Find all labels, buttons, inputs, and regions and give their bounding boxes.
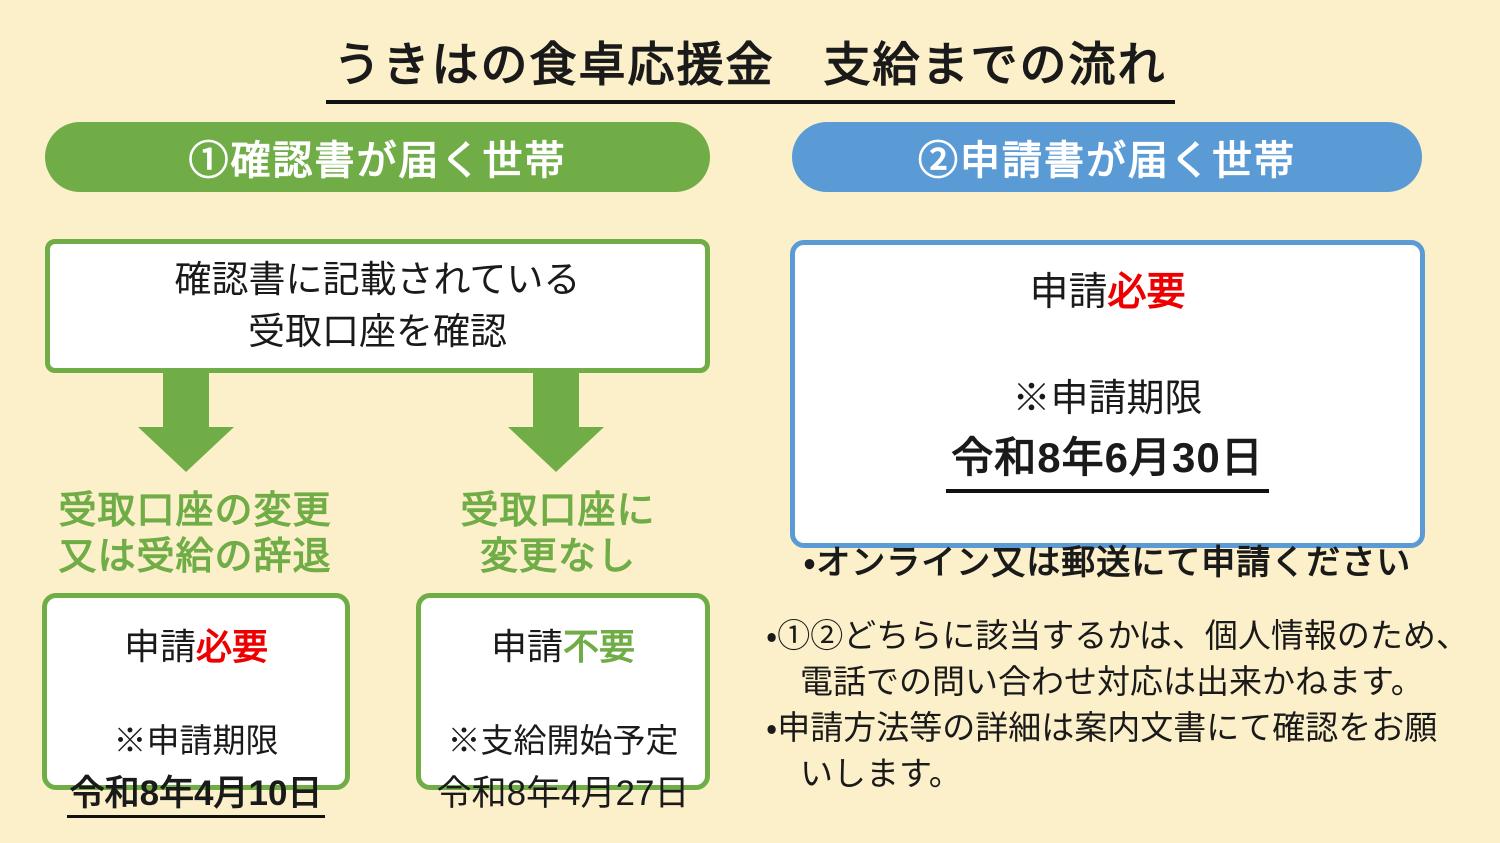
- result-status-line: 申請不要: [491, 618, 635, 670]
- payment-start-label: ※支給開始予定: [447, 722, 679, 759]
- note-line: いします。: [800, 755, 962, 792]
- application-deadline-date: 令和8年6月30日: [946, 424, 1269, 493]
- check-account-box: 確認書に記載されている 受取口座を確認: [45, 239, 710, 373]
- application-required-box: 申請必要 ※申請期限 令和8年6月30日 ・オンライン又は郵送にて申請ください: [790, 240, 1425, 582]
- payment-start-date: 令和8年4月27日: [436, 774, 690, 813]
- application-method-note: ・オンライン又は郵送にて申請ください: [803, 544, 1412, 582]
- branch-label-change-account: 受取口座の変更 又は受給の辞退: [15, 489, 375, 580]
- status-prefix: 申請: [123, 626, 196, 667]
- page-title: うきはの食卓応援金 支給までの流れ: [325, 26, 1175, 104]
- result-status-line: 申請必要: [124, 618, 268, 670]
- status-not-required-text: 不要: [563, 626, 636, 667]
- result-box-application-required: 申請必要 ※申請期限 令和8年4月10日: [42, 593, 350, 818]
- branch-label-no-change-line-2: 変更なし: [479, 535, 636, 578]
- title-wrap: うきはの食卓応援金 支給までの流れ: [0, 26, 1500, 104]
- status-required-text: 必要: [196, 626, 269, 667]
- status-prefix: 申請: [490, 626, 563, 667]
- down-arrow-icon: [138, 373, 234, 472]
- check-account-line-1: 確認書に記載されている: [174, 259, 581, 301]
- down-arrow-icon: [508, 373, 604, 472]
- deadline-date: 令和8年4月10日: [66, 765, 326, 818]
- check-account-line-2: 受取口座を確認: [248, 311, 507, 352]
- branch-label-no-change: 受取口座に 変更なし: [408, 489, 708, 580]
- result-box-application-not-required: 申請不要 ※支給開始予定 令和8年4月27日: [416, 593, 710, 813]
- section-header-application-label: ②申請書が届く世帯: [918, 139, 1296, 183]
- section-header-confirmation-households: ①確認書が届く世帯: [45, 122, 710, 192]
- status-required-text: 必要: [1107, 271, 1186, 314]
- deadline-label: ※申請期限: [113, 722, 279, 759]
- note-line: ・申請方法等の詳細は案内文書にて確認をお願: [766, 709, 1438, 746]
- application-deadline-label: ※申請期限: [1012, 378, 1203, 420]
- application-status-line: 申請必要: [1029, 261, 1185, 317]
- note-line: 電話での問い合わせ対応は出来かねます。: [800, 663, 1424, 700]
- status-prefix: 申請: [1029, 271, 1108, 314]
- section-header-confirmation-label: ①確認書が届く世帯: [188, 139, 567, 183]
- section-header-application-households: ②申請書が届く世帯: [792, 122, 1422, 192]
- note-line: ・①②どちらに該当するかは、個人情報のため、: [766, 617, 1469, 654]
- notes-list: ・①②どちらに該当するかは、個人情報のため、 電話での問い合わせ対応は出来かねま…: [766, 613, 1496, 797]
- deadline-date-text: 令和8年4月10日: [66, 774, 326, 818]
- branch-label-change-line-2: 又は受給の辞退: [58, 535, 332, 578]
- branch-label-no-change-line-1: 受取口座に: [460, 490, 656, 532]
- branch-label-change-line-1: 受取口座の変更: [58, 490, 332, 532]
